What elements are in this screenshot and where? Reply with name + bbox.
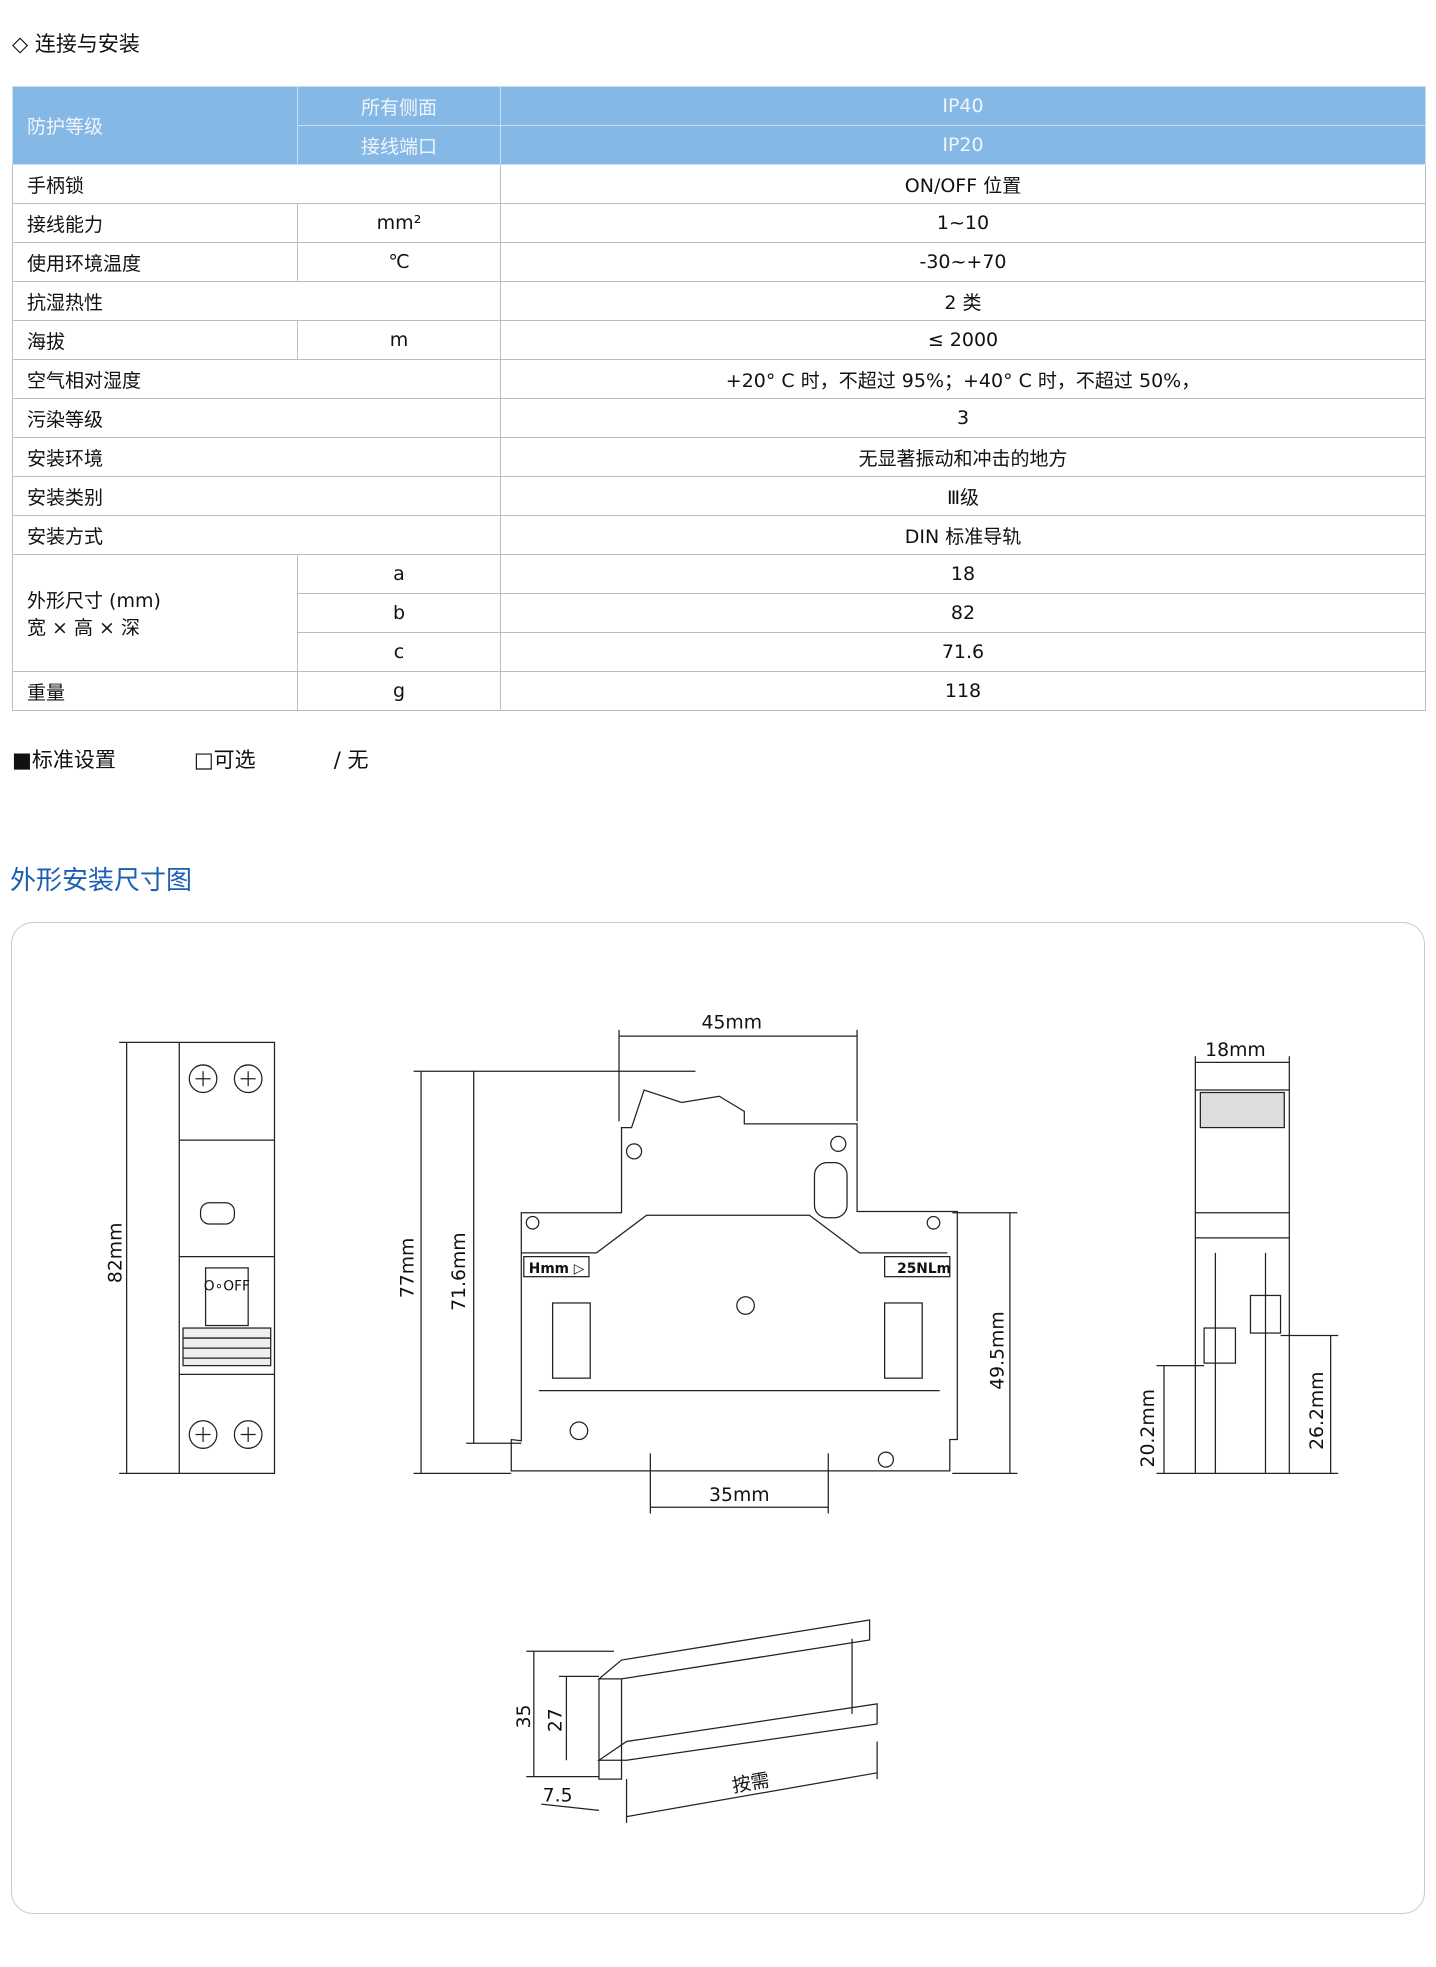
cell-value: ON/OFF 位置 <box>500 164 1426 204</box>
legend: ■标准设置 □可选 / 无 <box>12 744 446 774</box>
side-view: 45mm 77mm 71.6mm 49.5mm 35mm Hmm ▷ 25NLm <box>398 1013 1018 1514</box>
table-row: 安装环境无显著振动和冲击的地方 <box>12 437 1426 477</box>
dim-77mm: 77mm <box>398 1238 419 1299</box>
cell-value: 1~10 <box>500 203 1426 243</box>
cell-value: 3 <box>500 398 1426 438</box>
cell-label: 接线能力 <box>12 203 298 243</box>
dimensions-label-2: 宽 × 高 × 深 <box>27 617 140 639</box>
cell-sub: a <box>297 554 501 594</box>
cell-label: 重量 <box>12 671 298 711</box>
cell-value: ≤ 2000 <box>500 320 1426 360</box>
cell-value: 118 <box>500 671 1426 711</box>
legend-optional: □可选 <box>193 748 256 772</box>
cell-value: -30~+70 <box>500 242 1426 282</box>
left-tag: Hmm ▷ <box>529 1261 585 1277</box>
cell-unit: mm² <box>297 203 501 243</box>
dim-length: 按需 <box>730 1769 771 1797</box>
table-row: 接线端口 IP20 <box>13 125 1426 165</box>
cell-unit: g <box>297 671 501 711</box>
front-view: 82mm O∘OFF <box>106 1041 276 1474</box>
end-view: 18mm 20.2mm 26.2mm <box>1138 1040 1339 1474</box>
dimensions-label-1: 外形尺寸 (mm) <box>27 590 161 612</box>
din-rail: 35 27 7.5 按需 <box>514 1619 878 1823</box>
cell-unit: m <box>297 320 501 360</box>
cell-value: DIN 标准导轨 <box>500 515 1426 555</box>
legend-standard: ■标准设置 <box>12 748 116 772</box>
dim-49-5mm: 49.5mm <box>988 1311 1009 1389</box>
switch-label: O∘OFF <box>204 1278 250 1294</box>
dim-7-5: 7.5 <box>543 1786 573 1807</box>
cell-label: 污染等级 <box>12 398 501 438</box>
diagram-title: 外形安装尺寸图 <box>10 866 193 896</box>
cell-value: 18 <box>500 554 1426 594</box>
protection-label: 防护等级 <box>12 86 298 165</box>
dim-35: 35 <box>514 1704 535 1728</box>
dim-35mm: 35mm <box>709 1485 769 1506</box>
dim-18mm: 18mm <box>1205 1040 1266 1061</box>
cell-sub: 接线端口 <box>297 125 501 165</box>
dim-45mm: 45mm <box>702 1013 763 1034</box>
cell-value: 无显著振动和冲击的地方 <box>500 437 1426 477</box>
dimensions-label: 外形尺寸 (mm) 宽 × 高 × 深 <box>12 554 298 672</box>
cell-label: 安装方式 <box>12 515 501 555</box>
dim-20-2mm: 20.2mm <box>1138 1389 1159 1467</box>
table-row: 使用环境温度℃-30~+70 <box>12 242 1426 282</box>
cell-label: 安装类别 <box>12 476 501 516</box>
dim-27: 27 <box>545 1708 566 1732</box>
cell-sub: 所有侧面 <box>297 86 501 126</box>
cell-label: 安装环境 <box>12 437 501 477</box>
section-title: ◇ 连接与安装 <box>12 32 140 56</box>
cell-value: 82 <box>500 593 1426 633</box>
cell-label: 使用环境温度 <box>12 242 298 282</box>
cell-value: IP20 <box>500 125 1426 165</box>
dim-82mm: 82mm <box>106 1223 127 1284</box>
table-row: 防护等级 所有侧面 IP40 <box>12 86 1426 165</box>
cell-unit: ℃ <box>297 242 501 282</box>
dim-26-2mm: 26.2mm <box>1307 1372 1328 1450</box>
dim-71-6mm: 71.6mm <box>449 1232 470 1310</box>
legend-none: / 无 <box>333 748 369 772</box>
cell-value: IP40 <box>500 86 1426 126</box>
table-row: 空气相对湿度+20° C 时，不超过 95%；+40° C 时，不超过 50%， <box>12 359 1426 399</box>
cell-label: 抗湿热性 <box>12 281 501 321</box>
right-tag: 25NLm <box>897 1261 951 1277</box>
diagram-frame <box>11 922 1425 1914</box>
cell-label: 手柄锁 <box>12 164 501 204</box>
